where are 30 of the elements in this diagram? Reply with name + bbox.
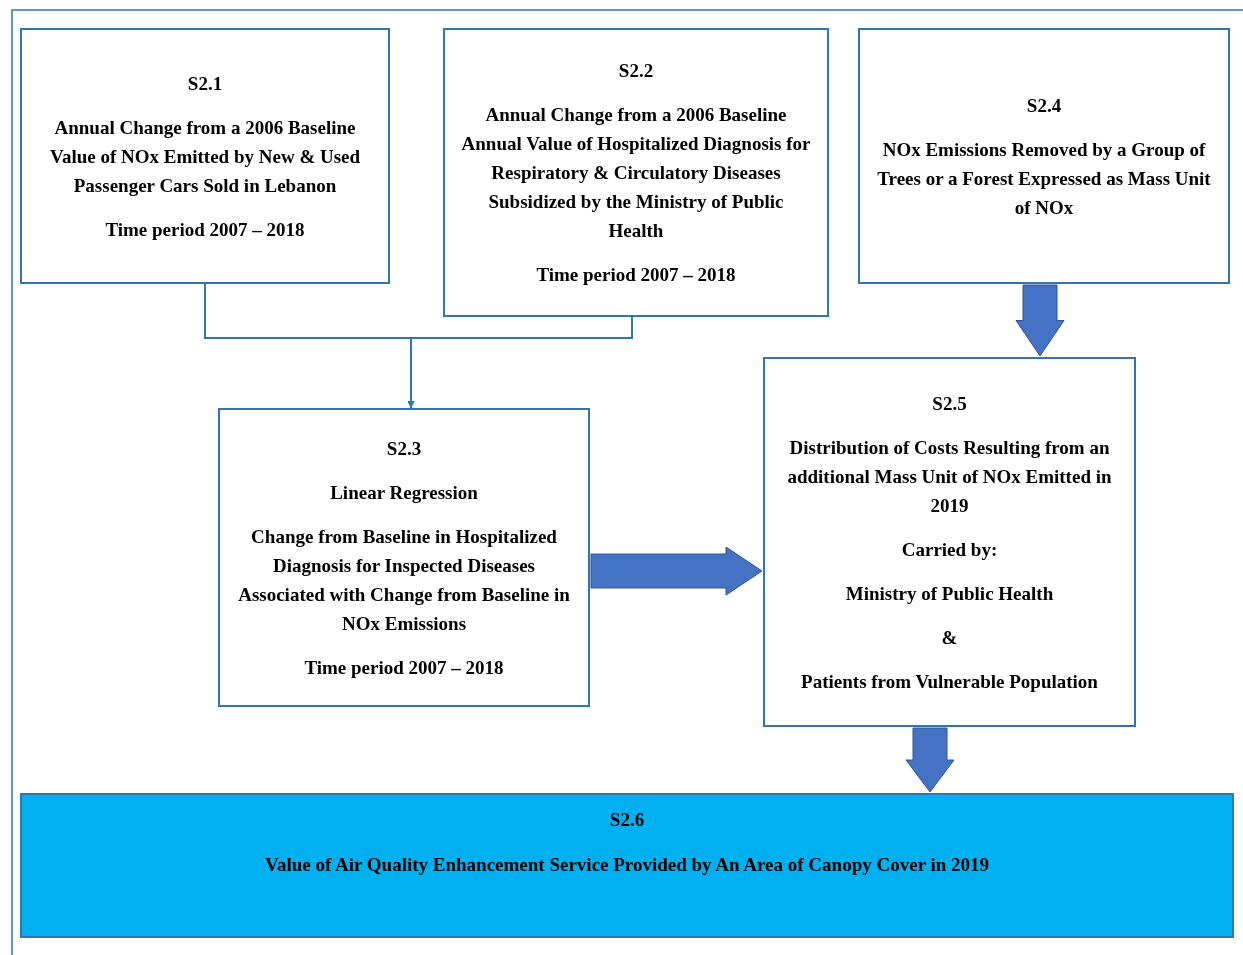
step-text: NOx Emissions Removed by a Group of Trees or a Forest Expressed as Mass Unit of NOx xyxy=(876,137,1212,220)
step-number: S2.5 xyxy=(932,391,967,416)
connector-arrow xyxy=(407,316,633,409)
block-arrow xyxy=(905,727,955,793)
step-text: Annual Change from a 2006 Baseline Annual Value of Hospitalized Diagnosis for Respiratory & Circulatory Diseases Subsidized by the Ministry of Public Health xyxy=(460,103,812,243)
process-box xyxy=(218,408,590,707)
process-box xyxy=(20,28,390,284)
process-box xyxy=(858,28,1230,284)
step-text: & xyxy=(941,625,958,650)
step-text: Time period 2007 – 2018 xyxy=(304,655,504,680)
step-text: Patients from Vulnerable Population xyxy=(801,669,1098,694)
block-arrow xyxy=(590,546,763,596)
step-number: S2.2 xyxy=(618,59,654,83)
step-text: Change from Baseline in Hospitalized Diagnosis for Inspected Diseases Associated with Change from Baseline in NOx Emissions xyxy=(237,524,571,636)
step-text: Time period 2007 – 2018 xyxy=(105,217,305,242)
step-text: Time period 2007 – 2018 xyxy=(536,263,736,287)
step-text: Linear Regression xyxy=(330,480,478,505)
step-text: Carried by: xyxy=(901,537,998,562)
step-number: S2.3 xyxy=(386,436,422,461)
block-arrow xyxy=(1015,284,1065,357)
step-text: Distribution of Costs Resulting from an additional Mass Unit of NOx Emitted in 2019 xyxy=(786,435,1113,518)
process-box xyxy=(763,357,1136,727)
process-box xyxy=(443,28,829,317)
process-box xyxy=(20,793,1234,938)
step-text: Value of Air Quality Enhancement Service Provided by An Area of Canopy Cover in 2019 xyxy=(264,853,990,877)
step-number: S2.6 xyxy=(609,808,645,832)
step-number: S2.1 xyxy=(187,71,223,96)
step-number: S2.4 xyxy=(1026,93,1062,118)
step-text: Annual Change from a 2006 Baseline Value of NOx Emitted by New & Used Passenger Cars Sold in Lebanon xyxy=(48,115,362,198)
step-text: Ministry of Public Health xyxy=(845,581,1054,606)
